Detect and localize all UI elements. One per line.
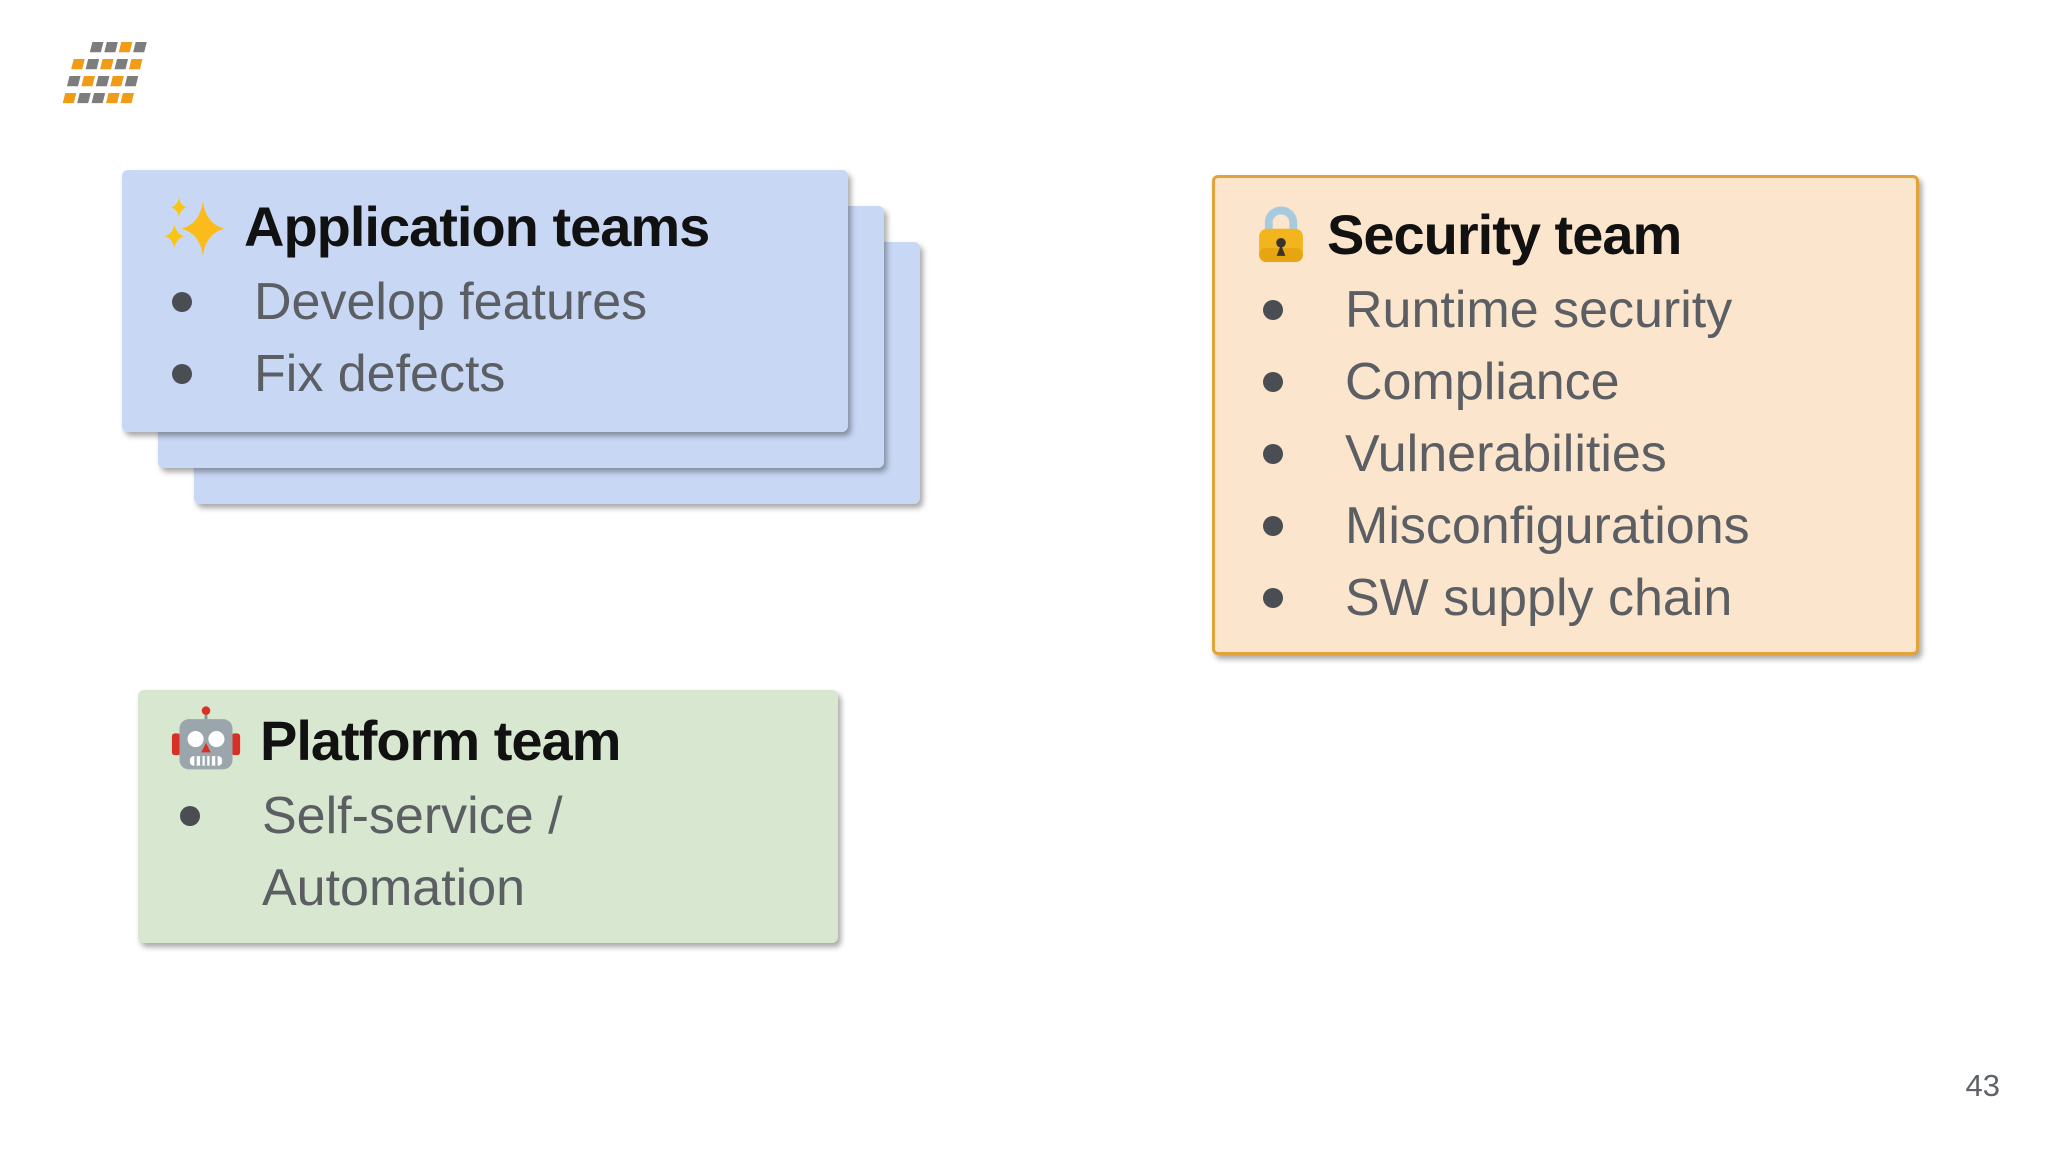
brand-logo-icon [62, 42, 147, 104]
security-bullet-list: Runtime security Compliance Vulnerabilit… [1253, 274, 1898, 634]
bullet-dot [1263, 444, 1283, 464]
bullet-text: Fix defects [254, 345, 506, 403]
bullet-text: Self-service / Automation [262, 787, 563, 917]
security-card-title: Security team [1327, 202, 1682, 266]
application-bullet-list: Develop features Fix defects [162, 266, 828, 410]
list-item: Self-service / Automation [170, 780, 818, 924]
lock-icon [1253, 201, 1309, 267]
page-number: 43 [1965, 1068, 2000, 1103]
bullet-dot [172, 292, 192, 312]
application-teams-card: Application teams Develop features Fix d… [122, 170, 848, 432]
security-card-header: Security team [1253, 194, 1898, 274]
bullet-text: SW supply chain [1345, 569, 1733, 627]
list-item: SW supply chain [1253, 562, 1898, 634]
bullet-text: Misconfigurations [1345, 497, 1750, 555]
list-item: Runtime security [1253, 274, 1898, 346]
list-item: Compliance [1253, 346, 1898, 418]
brand-logo [58, 36, 148, 116]
list-item: Develop features [162, 266, 828, 338]
bullet-text: Runtime security [1345, 281, 1733, 339]
list-item: Fix defects [162, 338, 828, 410]
application-card-header: Application teams [162, 186, 828, 266]
bullet-dot [1263, 588, 1283, 608]
list-item: Vulnerabilities [1253, 418, 1898, 490]
bullet-dot [180, 806, 200, 826]
bullet-text: Vulnerabilities [1345, 425, 1667, 483]
platform-card-header: Platform team [170, 700, 818, 780]
bullet-dot [1263, 516, 1283, 536]
bullet-text: Develop features [254, 273, 648, 331]
bullet-dot [1263, 300, 1283, 320]
bullet-dot [1263, 372, 1283, 392]
sparkles-icon [162, 194, 226, 258]
robot-icon [170, 704, 242, 776]
platform-team-card: Platform team Self-service / Automation [138, 690, 838, 943]
application-card-title: Application teams [244, 194, 710, 258]
bullet-dot [172, 364, 192, 384]
platform-bullet-list: Self-service / Automation [170, 780, 818, 924]
list-item: Misconfigurations [1253, 490, 1898, 562]
bullet-text: Compliance [1345, 353, 1620, 411]
platform-card-title: Platform team [260, 708, 621, 772]
security-team-card: Security team Runtime security Complianc… [1212, 175, 1919, 655]
